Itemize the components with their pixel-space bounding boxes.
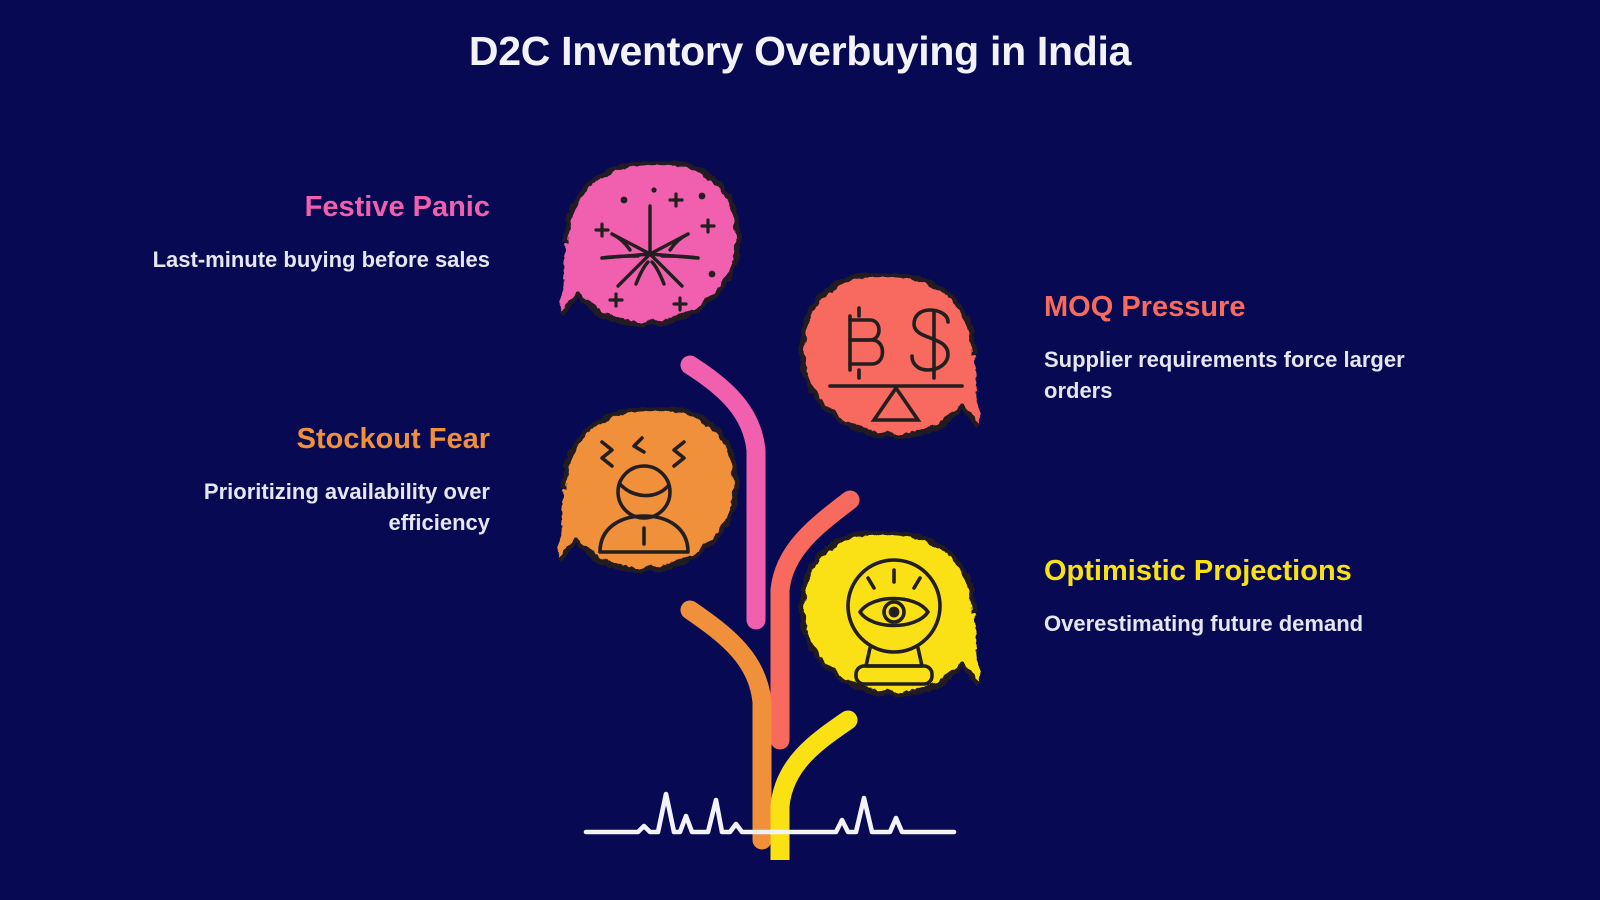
node-description-moq-pressure: Supplier requirements force larger order… (1044, 346, 1405, 404)
node-heading-stockout-fear: Stockout Fear (296, 423, 490, 455)
stem-festive-panic (680, 355, 766, 630)
node-moq-pressure[interactable]: MOQ Pressure Supplier requirements force… (1044, 291, 1474, 406)
page-title: D2C Inventory Overbuying in India (468, 28, 1132, 74)
stressed-person-icon (598, 436, 690, 554)
stem-optimistic-projections (770, 710, 858, 860)
node-description-festive-panic: Last-minute buying before sales (152, 246, 490, 272)
node-stockout-fear[interactable]: Stockout Fear Prioritizing availability … (120, 423, 490, 538)
node-heading-festive-panic: Festive Panic (304, 191, 490, 223)
balance-scale-currency-icon (828, 306, 964, 422)
leaf-festive-panic[interactable] (560, 162, 738, 324)
node-heading-optimistic-projections: Optimistic Projections (1044, 555, 1352, 587)
stem-moq-pressure (770, 490, 860, 750)
leaf-moq-pressure[interactable] (802, 274, 980, 436)
node-heading-moq-pressure: MOQ Pressure (1044, 291, 1246, 323)
fireworks-icon (594, 187, 716, 312)
stem-stockout-fear (680, 600, 772, 850)
ecg-baseline (583, 791, 957, 835)
node-description-optimistic-projections: Overestimating future demand (1044, 610, 1364, 636)
crystal-ball-eye-icon (846, 558, 942, 686)
node-optimistic-projections[interactable]: Optimistic Projections Overestimating fu… (1044, 555, 1474, 639)
leaf-stockout-fear[interactable] (558, 408, 736, 570)
tree-diagram (530, 150, 1010, 860)
leaf-optimistic-projections[interactable] (802, 532, 980, 694)
node-festive-panic[interactable]: Festive Panic Last-minute buying before … (60, 191, 490, 275)
node-description-stockout-fear: Prioritizing availability over efficienc… (203, 478, 490, 536)
